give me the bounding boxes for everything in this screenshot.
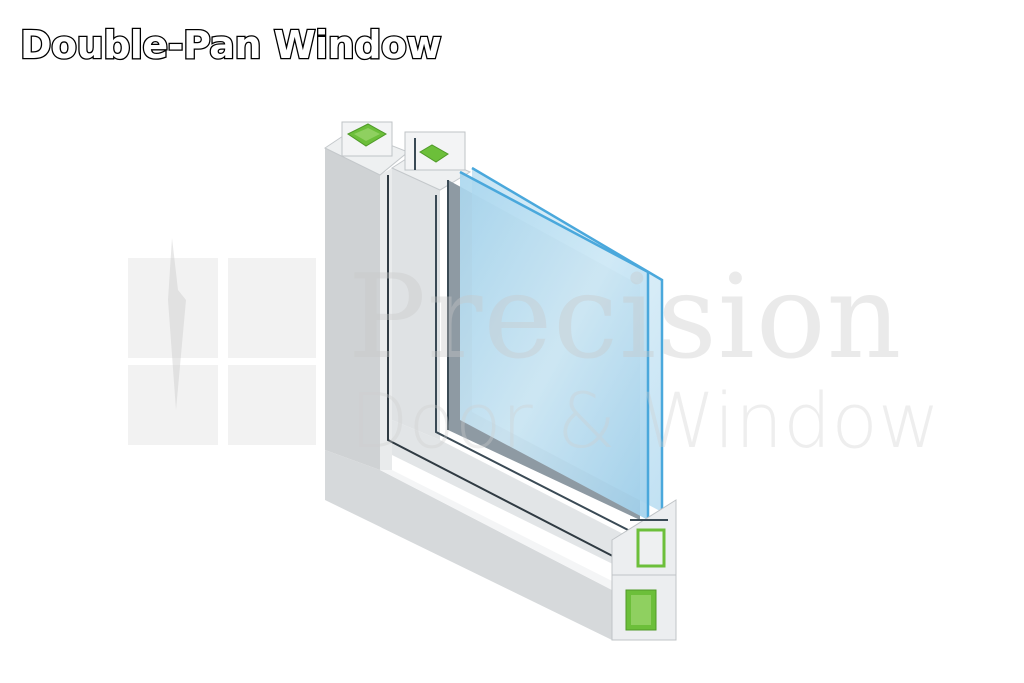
page-title: Double-Pan Window xyxy=(19,23,443,67)
top-profile-section xyxy=(341,121,466,171)
bottom-profile-section xyxy=(611,499,677,641)
double-glass-panes xyxy=(447,166,664,520)
